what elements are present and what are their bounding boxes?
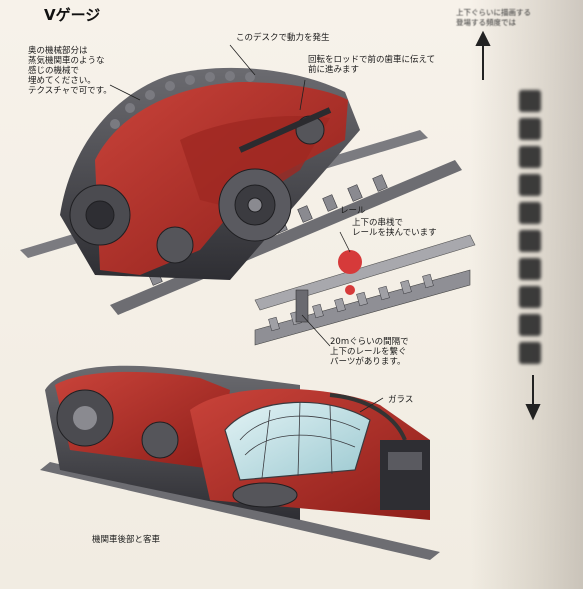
annotation-rear: 機関車後部と客車 bbox=[92, 535, 161, 545]
annotation-mechanism: 奥の機械部分は 蒸気機関車のような 感じの機械で 埋めてください。 テクスチャで… bbox=[28, 46, 112, 96]
page-title: Vゲージ bbox=[44, 6, 101, 24]
annotation-rail-desc: 上下の串桟で レールを挟んでいます bbox=[352, 218, 437, 238]
annotation-connector: 20mぐらいの間隔で 上下のレールを繋ぐ パーツがあります。 bbox=[330, 337, 409, 367]
margin-arrows bbox=[475, 30, 541, 421]
annotation-power-desk: このデスクで動力を発生 bbox=[236, 33, 330, 43]
locomotive-front bbox=[60, 67, 360, 280]
leader-lines bbox=[109, 44, 384, 413]
annotation-rod: 回転をロッドで前の歯車に伝えて 前に進みます bbox=[308, 55, 436, 75]
rail-detail bbox=[254, 234, 476, 346]
margin-note-top: 上下ぐらいに描画する 登場する頻度では bbox=[456, 8, 531, 27]
rear-and-carriage bbox=[40, 365, 440, 560]
blurred-margin-text bbox=[515, 90, 545, 390]
annotation-glass: ガラス bbox=[388, 395, 414, 405]
annotation-rail-title: レール bbox=[340, 206, 366, 216]
